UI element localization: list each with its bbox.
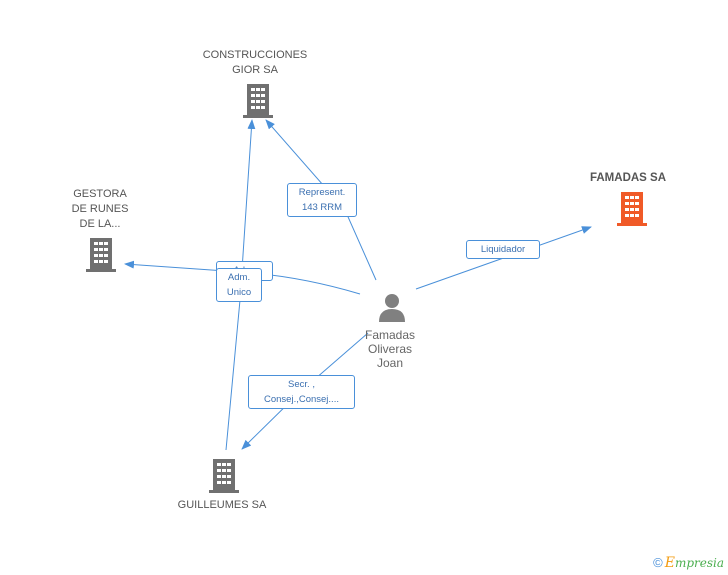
edge-label-represent: Represent. 143 RRM <box>287 183 357 217</box>
node-label-person[interactable]: Famadas Oliveras Joan <box>364 328 416 370</box>
copyright-icon: © <box>653 555 663 570</box>
building-icon[interactable] <box>242 84 274 118</box>
edge-label-line: Consej.,Consej.... <box>264 394 339 405</box>
edge-label-line: Represent. <box>298 187 346 198</box>
person-icon[interactable] <box>377 292 407 322</box>
empresia-watermark: ©Empresia <box>653 555 724 571</box>
building-icon[interactable] <box>208 459 240 493</box>
edge-label-line: Secr. , <box>288 379 315 390</box>
building-icon-highlighted[interactable] <box>616 192 648 226</box>
edge-label-line: 143 RRM <box>301 202 343 213</box>
brand-initial: E <box>664 555 675 571</box>
edge-label-secr-consej: Secr. , Consej.,Consej.... <box>248 375 355 409</box>
edge-label-liquidador: Liquidador <box>466 240 540 259</box>
node-label-guilleumes-sa[interactable]: GUILLEUMES SA <box>177 499 267 511</box>
edge-label-line: Adm. <box>227 272 251 283</box>
node-label-construcciones-gior[interactable]: CONSTRUCCIONES GIOR SA <box>202 49 308 76</box>
node-label-famadas-sa[interactable]: FAMADAS SA <box>589 172 667 184</box>
brand-name: mpresia <box>674 556 724 570</box>
edge-label-line: Liquidador <box>480 244 526 255</box>
edge-label-line: Unico <box>226 287 252 298</box>
building-icon[interactable] <box>85 238 117 272</box>
node-label-gestora-de-runes[interactable]: GESTORA DE RUNES DE LA... <box>71 188 129 230</box>
edge-label-adm-unico: Adm. Unico <box>216 268 262 302</box>
